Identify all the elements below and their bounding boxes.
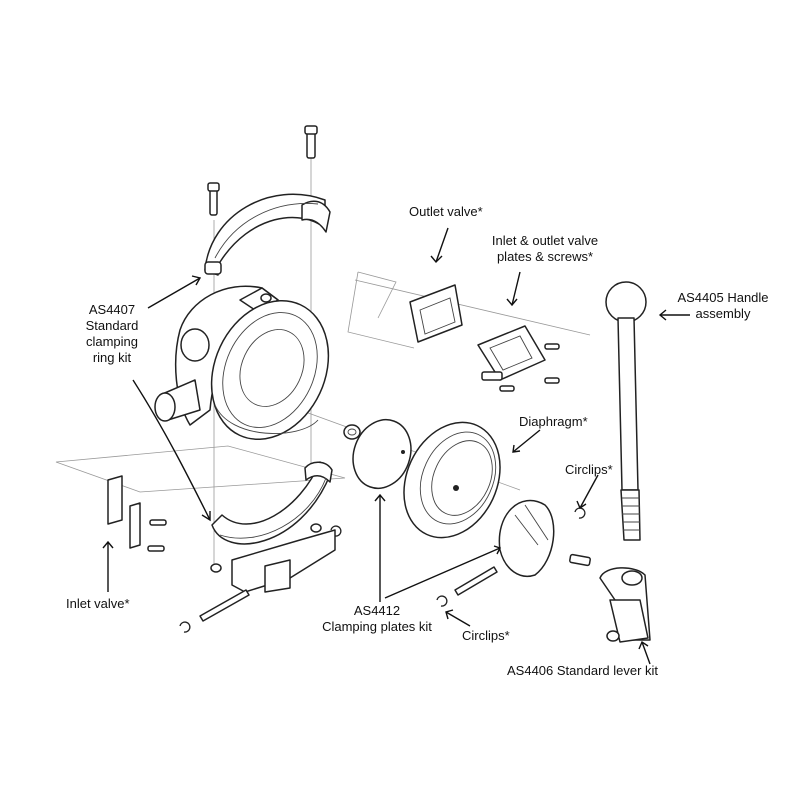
handle-assembly — [605, 281, 647, 541]
label-circlips-upper: Circlips* — [565, 462, 613, 477]
label-handle-assembly: AS4405 Handle assembly — [677, 290, 769, 321]
circlip-parts — [179, 507, 586, 633]
lever-plate — [498, 499, 591, 577]
label-clamping-plates-kit: AS4412 Clamping plates kit — [322, 603, 432, 634]
label-outlet-valve: Outlet valve* — [409, 204, 483, 219]
hinge-pin-left — [199, 589, 250, 622]
upper-clamping-ring — [204, 193, 331, 276]
label-circlips-lower: Circlips* — [462, 628, 510, 643]
diaphragm-part — [343, 418, 412, 490]
clamping-plate-disc — [403, 421, 501, 539]
label-arrows — [102, 227, 690, 665]
inlet-valve-parts — [107, 475, 167, 552]
valve-plate-with-screws — [477, 325, 560, 392]
hinge-pin-right — [454, 566, 498, 596]
outlet-valve-part — [409, 284, 463, 343]
lever-part — [599, 567, 651, 643]
label-inlet-outlet-valve-plates: Inlet & outlet valve plates & screws* — [491, 233, 599, 264]
clamping-bolt-right — [304, 125, 318, 159]
label-lever-kit: AS4406 Standard lever kit — [507, 663, 659, 678]
clamping-bolt-left — [207, 182, 220, 216]
pump-body — [154, 285, 330, 441]
label-inlet-valve: Inlet valve* — [66, 596, 130, 611]
lower-clamping-ring — [210, 461, 336, 593]
label-diaphragm: Diaphragm* — [519, 414, 588, 429]
label-clamping-ring-kit: AS4407 Standard clamping ring kit — [85, 302, 139, 365]
